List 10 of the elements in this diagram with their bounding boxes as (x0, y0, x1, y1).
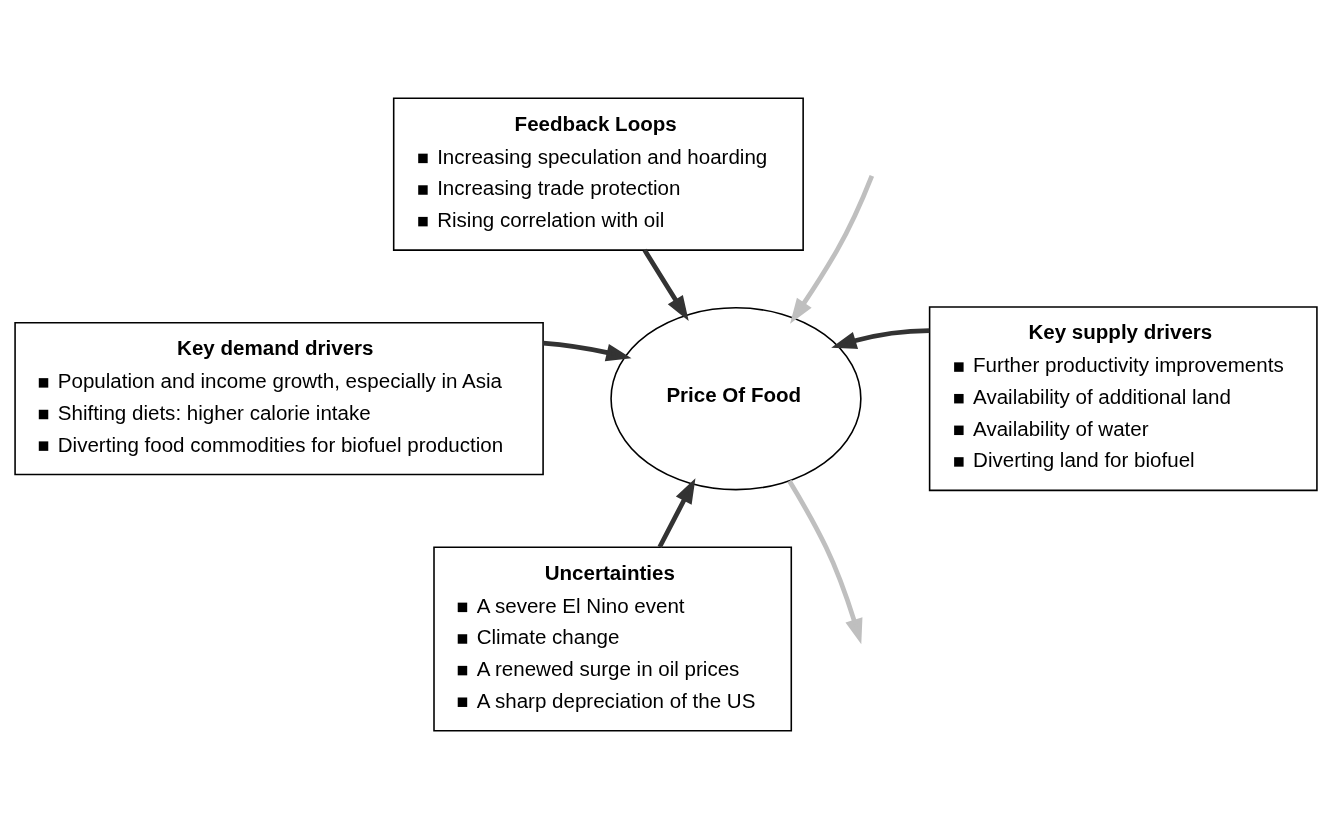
node-box: Uncertainties A severe El Nino event Climate change A renewed surge in oil prices A sharp depreciation of the US (433, 546, 793, 731)
arrow (790, 174, 875, 324)
node-box: Key supply drivers Further productivity improvements Availability of additional land Availability of water Diverting land for biofuel (928, 305, 1318, 491)
arrow (831, 327, 930, 349)
arrow (543, 340, 632, 361)
arrow (642, 248, 689, 321)
arrow (787, 479, 863, 644)
node-box: Feedback Loops Increasing speculation and hoarding Increasing trade protection Rising correlation with oil (392, 97, 804, 251)
arrow (657, 477, 696, 548)
node-box: Key demand drivers Population and income growth, especially in Asia Shifting diets: higher calorie intake Diverting food commodities for biofuel production (14, 321, 544, 475)
